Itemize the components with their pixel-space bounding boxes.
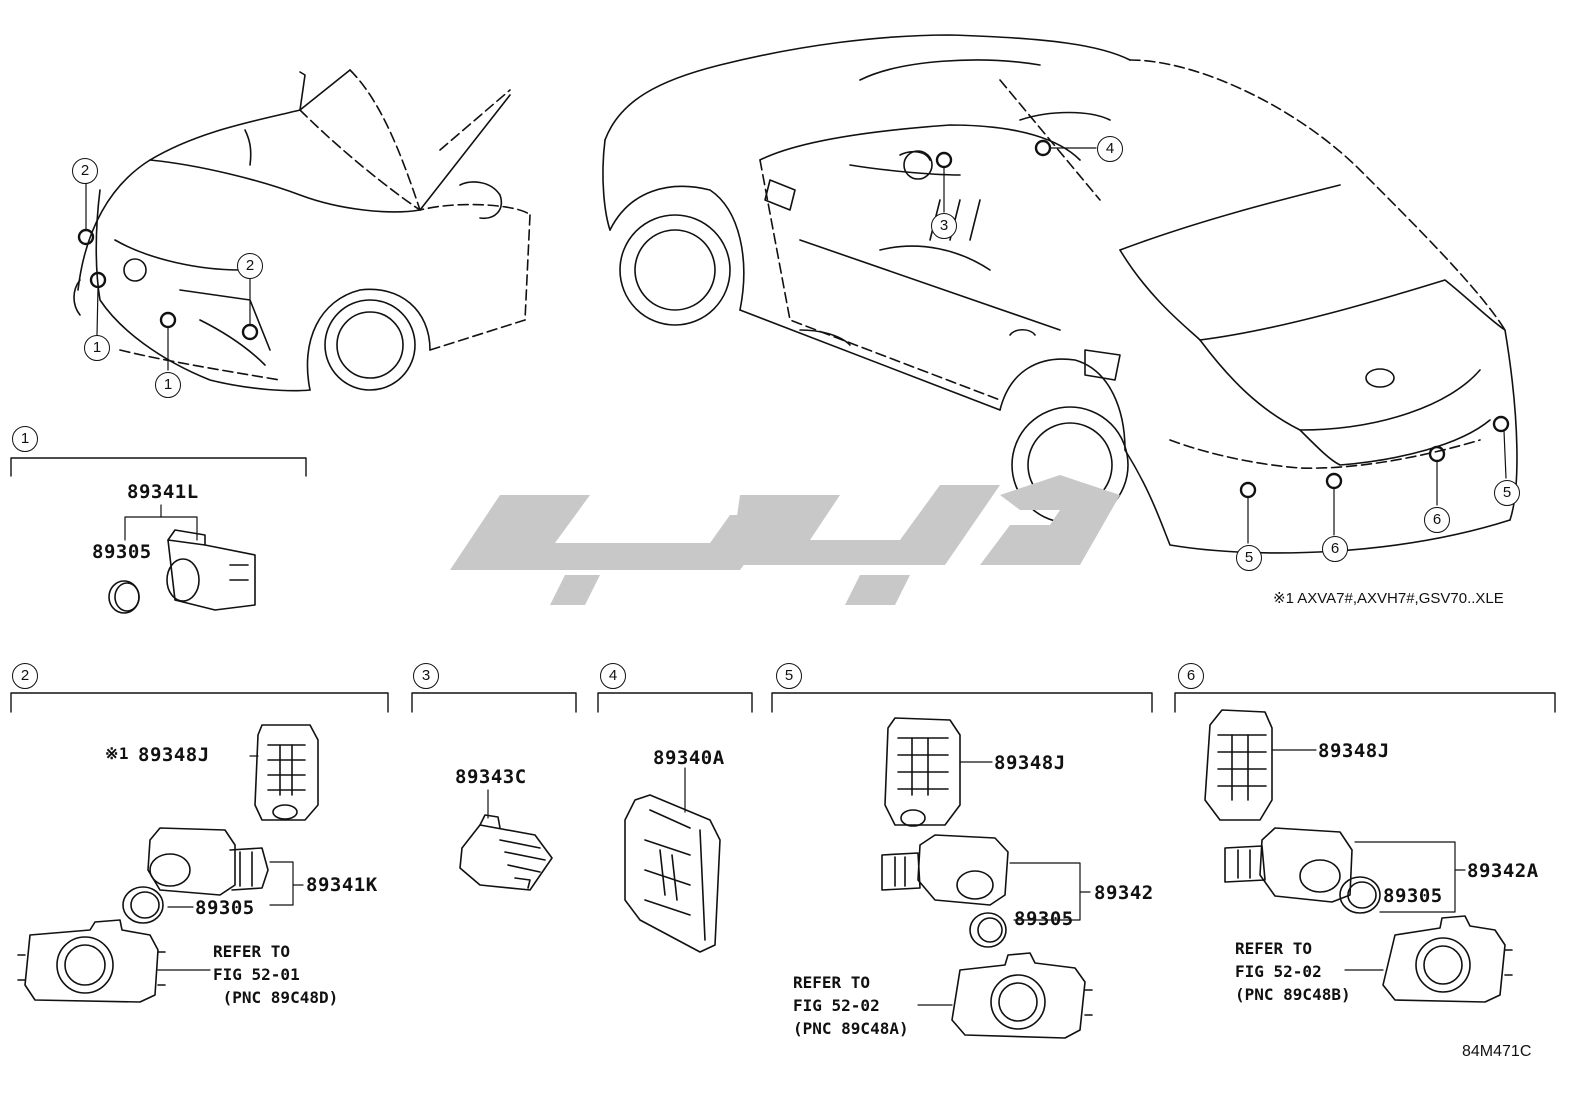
group-brackets — [10, 457, 1556, 713]
group6-parts — [1204, 709, 1513, 1003]
group-4-header: 4 — [600, 663, 626, 689]
group-1-header: 1 — [12, 426, 38, 452]
part-number-89341K[interactable]: 89341K — [306, 874, 378, 896]
part-number-89348J[interactable]: 89348J — [138, 744, 210, 766]
callout-2: 2 — [237, 253, 263, 279]
group-2-header: 2 — [12, 663, 38, 689]
rear-leader-lines — [1247, 430, 1507, 544]
group2-parts — [17, 724, 319, 1003]
part-number-89305[interactable]: 89305 — [1383, 885, 1443, 907]
callout-1: 1 — [155, 372, 181, 398]
group4-parts — [624, 767, 721, 953]
part-number-89343C[interactable]: 89343C — [455, 766, 527, 788]
rear-car-illustration — [602, 34, 1518, 554]
callout-1: 1 — [84, 335, 110, 361]
callout-4: 4 — [1097, 136, 1123, 162]
figure-code: 84M471C — [1462, 1043, 1532, 1060]
interior-leaders — [943, 147, 1097, 213]
group-6-header: 6 — [1178, 663, 1204, 689]
callout-5: 5 — [1494, 480, 1520, 506]
rear-sensor-markers — [1239, 415, 1510, 499]
group-5-header: 5 — [776, 663, 802, 689]
part-number-89341L[interactable]: 89341L — [127, 481, 199, 503]
applicability-footnote: ※1 AXVA7#,AXVH7#,GSV70..XLE — [1273, 590, 1504, 607]
part-number-89342A[interactable]: 89342A — [1467, 860, 1539, 882]
part-number-89305[interactable]: 89305 — [1014, 908, 1074, 930]
refer-note-fig-52-02[interactable]: REFER TO FIG 52-02 (PNC 89C48A) — [793, 973, 909, 1038]
part-number-89305[interactable]: 89305 — [195, 897, 255, 919]
group1-parts — [108, 504, 256, 614]
part-number-89348J[interactable]: 89348J — [1318, 740, 1390, 762]
part-number-89340A[interactable]: 89340A — [653, 747, 725, 769]
callout-6: 6 — [1424, 507, 1450, 533]
interior-markers — [935, 139, 1052, 169]
callout-2: 2 — [72, 158, 98, 184]
group3-parts — [459, 789, 553, 891]
refer-note-fig-52-01[interactable]: REFER TO FIG 52-01 (PNC 89C48D) — [213, 942, 339, 1007]
front-sensor-markers — [77, 228, 259, 341]
refer-note-fig-52-02[interactable]: REFER TO FIG 52-02 (PNC 89C48B) — [1235, 939, 1351, 1004]
front-car-illustration — [73, 69, 531, 392]
part-number-89342[interactable]: 89342 — [1094, 882, 1154, 904]
part-number-89348J[interactable]: 89348J — [994, 752, 1066, 774]
group5-parts — [881, 717, 1093, 1039]
callout-3: 3 — [931, 213, 957, 239]
part-number-prefix: ※1 — [105, 744, 130, 763]
group-3-header: 3 — [413, 663, 439, 689]
callout-6: 6 — [1322, 536, 1348, 562]
watermark-logo — [450, 475, 1120, 605]
front-leader-lines — [85, 182, 251, 371]
callout-5: 5 — [1236, 545, 1262, 571]
part-number-89305[interactable]: 89305 — [92, 541, 152, 563]
